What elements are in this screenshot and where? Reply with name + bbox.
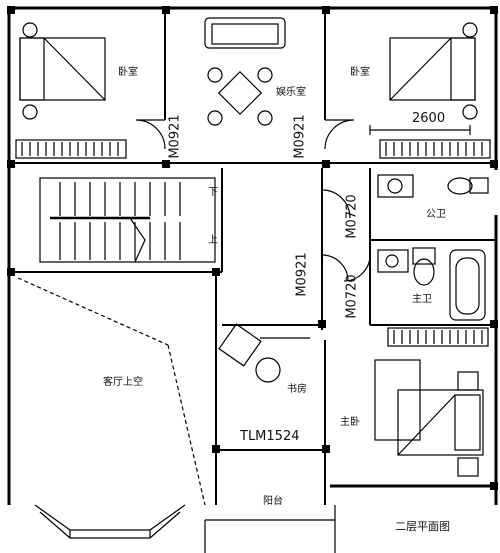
exterior-walls (7, 6, 498, 505)
room-label-bedroom-right: 卧室 (350, 67, 370, 78)
master-bed (374, 359, 484, 477)
dimension-line (369, 125, 471, 135)
wardrobe-master (387, 327, 489, 347)
door-swings (135, 119, 371, 282)
staircase (39, 177, 216, 263)
room-label-bedroom-left: 卧室 (118, 67, 138, 78)
room-label-master-bedroom: 主卧 (340, 417, 360, 428)
stair-down-label: 下 (208, 187, 218, 198)
room-label-balcony: 阳台 (263, 496, 283, 507)
public-bath-fixtures (377, 174, 489, 198)
living-void (17, 277, 206, 506)
wardrobe-right (379, 139, 491, 159)
room-label-living-void: 客厅上空 (103, 377, 143, 388)
door-code-1: M0921 (167, 114, 183, 159)
balcony-rail (204, 505, 336, 553)
interior-walls (9, 8, 496, 505)
sliding-door-code: TLM1524 (240, 429, 300, 444)
bed-left (19, 22, 106, 120)
study-desk (218, 323, 310, 383)
room-label-study: 书房 (287, 384, 307, 395)
game-table (207, 67, 273, 126)
wardrobe-left (15, 139, 127, 159)
bed-right (389, 22, 478, 120)
room-label-entertainment: 娱乐室 (276, 87, 306, 98)
door-code-3: M0720 (344, 194, 360, 239)
sofa (204, 17, 286, 49)
door-code-4: M0921 (294, 252, 310, 297)
dimension-value: 2600 (412, 111, 446, 126)
plan-title: 二层平面图 (395, 520, 450, 533)
room-label-public-bath: 公卫 (426, 209, 446, 220)
bay-window (34, 504, 186, 539)
door-code-2: M0921 (292, 114, 308, 159)
wall-columns (7, 6, 498, 490)
stair-up-label: 上 (208, 235, 218, 246)
room-label-master-bath: 主卫 (412, 294, 432, 305)
door-code-5: M0720 (344, 274, 360, 319)
master-bath-fixtures (377, 247, 486, 321)
